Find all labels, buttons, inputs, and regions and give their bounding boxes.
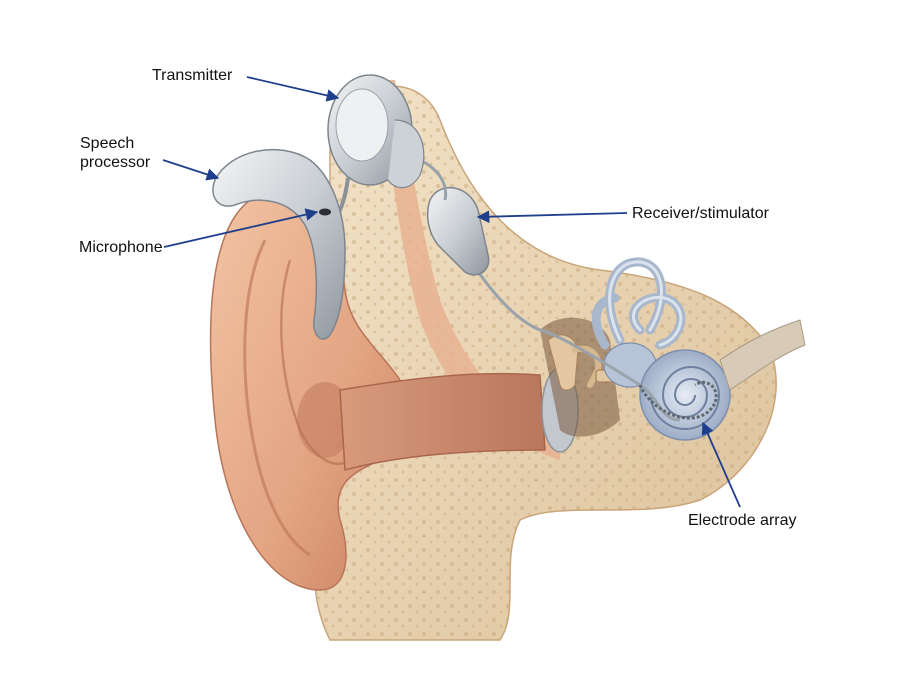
outer-ear	[209, 188, 401, 591]
label-electrode-array: Electrode array	[688, 512, 797, 529]
leader-arrows	[162, 76, 741, 508]
receiver-stimulator-implant	[426, 186, 490, 276]
arrow-receiver-stimulator	[476, 210, 628, 223]
arrow-microphone	[163, 208, 319, 248]
label-microphone: Microphone	[79, 239, 163, 256]
label-receiver-stimulator: Receiver/stimulator	[632, 205, 769, 222]
label-speech-processor: Speech processor	[80, 134, 150, 172]
electrode-lead	[468, 259, 681, 422]
arrow-electrode-array	[701, 421, 741, 508]
electrode-array-wire	[638, 380, 718, 420]
implant-cable	[419, 158, 448, 201]
microphone-port	[319, 208, 331, 216]
auditory-nerve	[719, 319, 806, 391]
transmitter-device	[327, 74, 425, 189]
ear-canal	[339, 372, 546, 471]
label-transmitter: Transmitter	[152, 67, 233, 84]
label-speech-processor-line1: Speech	[80, 135, 135, 152]
label-speech-processor-line2: processor	[80, 154, 151, 171]
speech-processor-device	[212, 148, 346, 340]
arrow-transmitter	[246, 76, 340, 102]
arrow-speech-processor	[162, 159, 220, 181]
